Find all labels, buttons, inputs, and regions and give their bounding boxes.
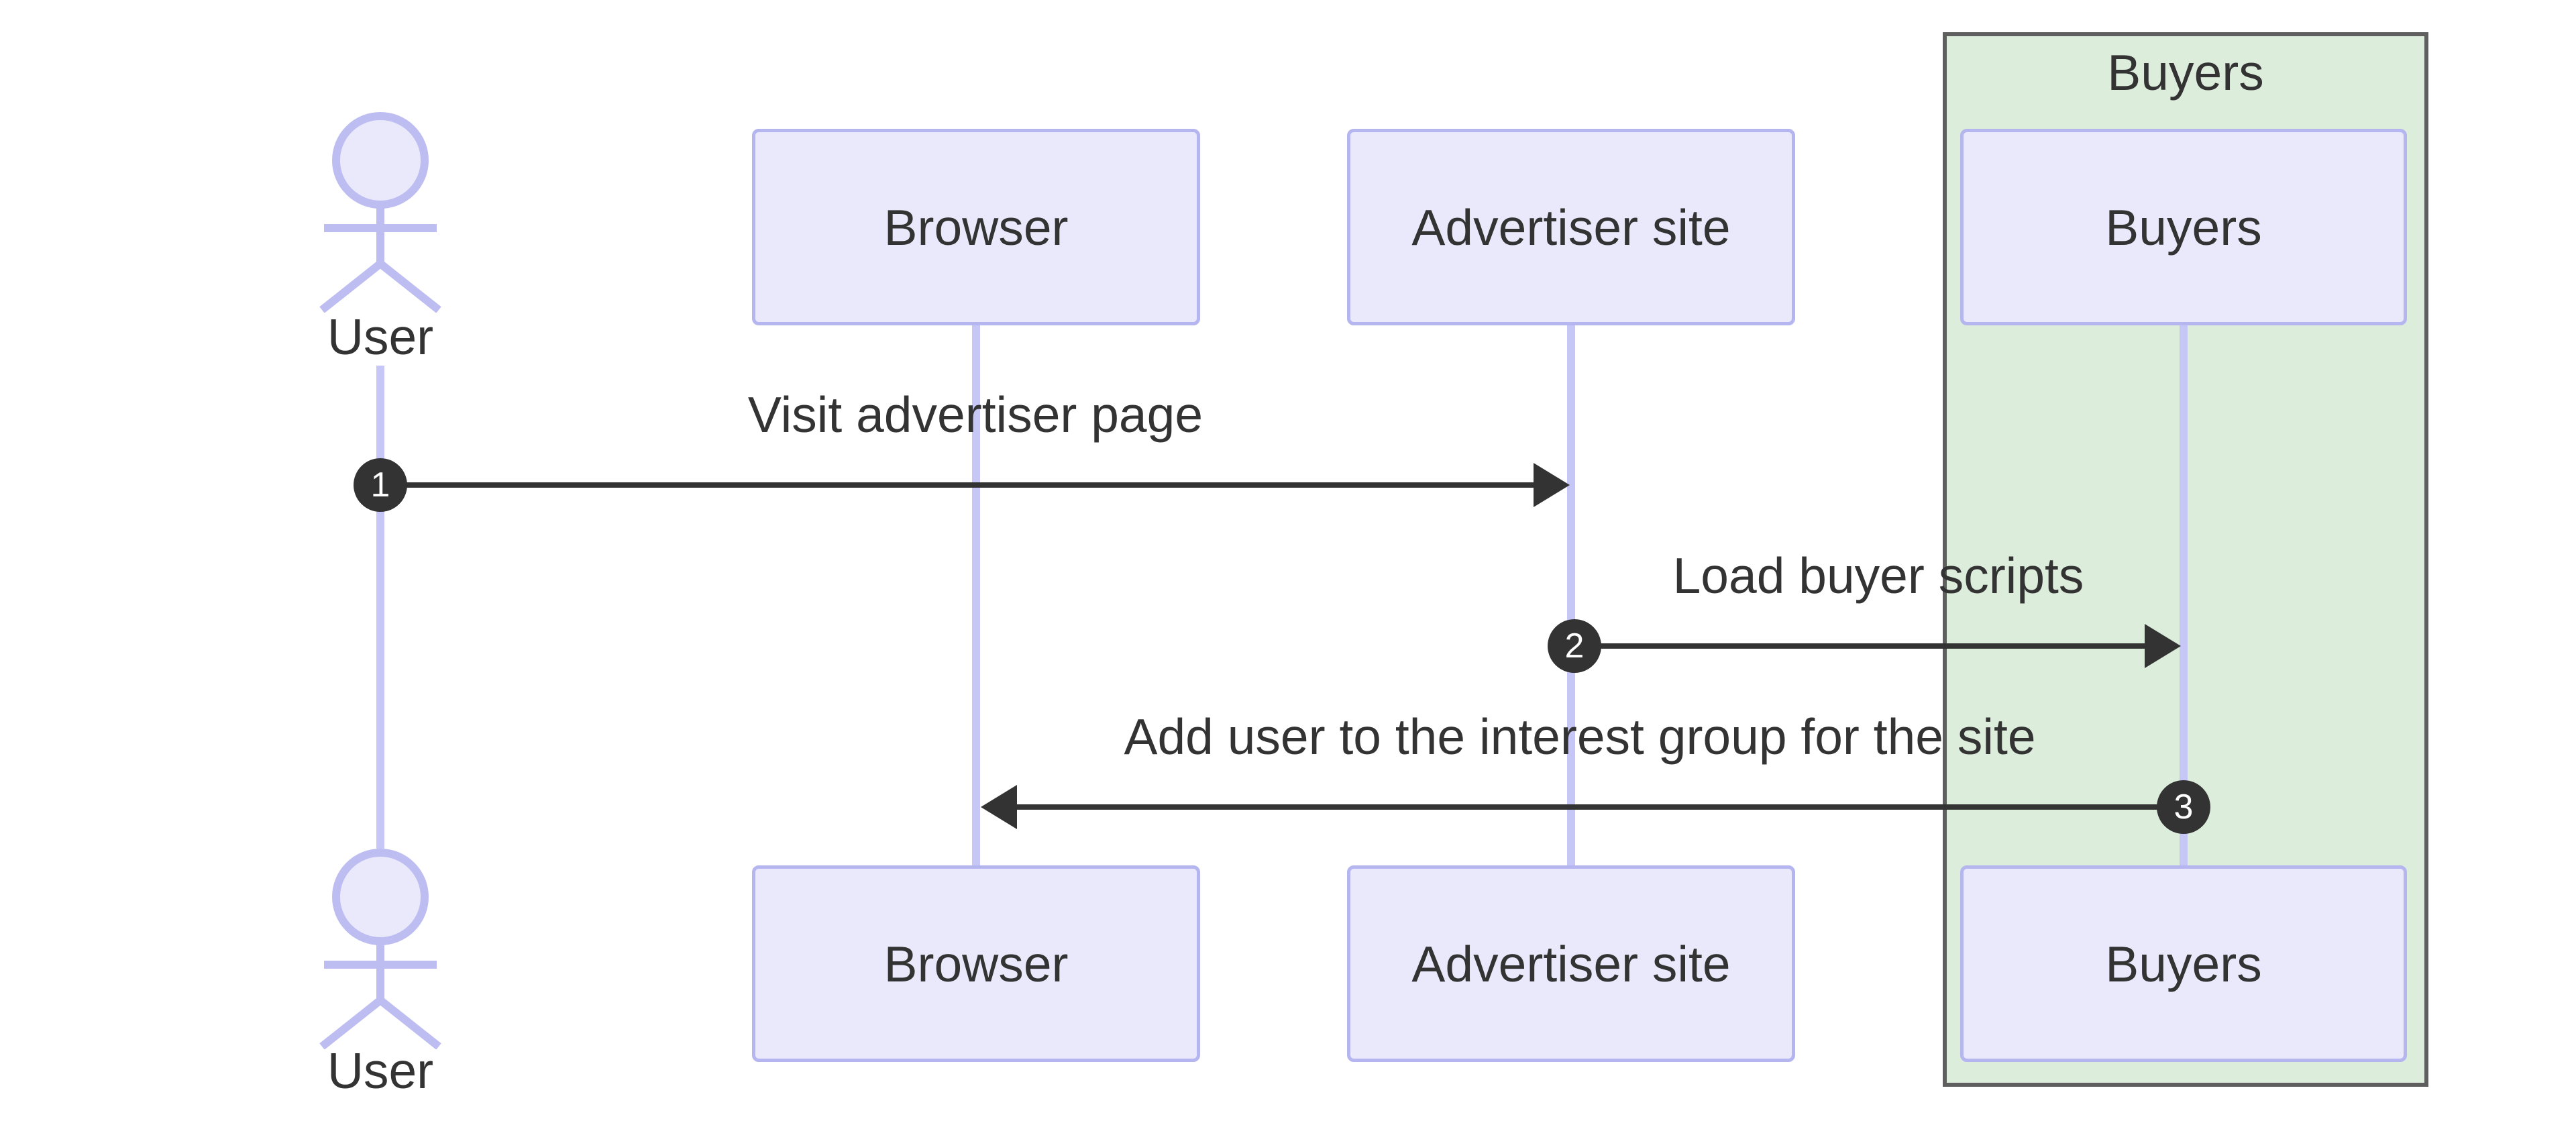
participant-label: Browser: [883, 935, 1069, 992]
participant-label: Browser: [883, 199, 1069, 256]
lifeline-user: [376, 366, 384, 849]
message-3-label: Add user to the interest group for the s…: [1124, 708, 2036, 765]
message-3-number: 3: [2174, 788, 2194, 826]
message-1-line: [380, 482, 1534, 488]
actor-head: [332, 849, 429, 945]
actor-figure-user-top: [319, 112, 441, 313]
participant-label: Advertiser site: [1411, 935, 1731, 992]
actor-leg-right: [378, 997, 441, 1049]
participant-box-buyers-top: Buyers: [1960, 129, 2407, 325]
actor-head: [332, 112, 429, 209]
message-2-label: Load buyer scripts: [1672, 547, 2084, 604]
message-2-line: [1574, 643, 2145, 649]
message-1-number: 1: [370, 466, 390, 504]
participant-box-advertiser-top: Advertiser site: [1347, 129, 1795, 325]
message-2-arrowhead-icon: [2145, 624, 2181, 668]
participant-box-advertiser-bottom: Advertiser site: [1347, 865, 1795, 1062]
message-1-badge: 1: [354, 458, 407, 512]
actor-leg-right: [378, 260, 441, 313]
message-3-badge: 3: [2157, 780, 2210, 834]
actor-label-user-bottom: User: [327, 1042, 434, 1099]
actor-label-user-top: User: [327, 309, 434, 365]
actor-leg-left: [319, 260, 383, 313]
message-2-badge: 2: [1548, 619, 1601, 673]
message-2-number: 2: [1564, 627, 1585, 665]
actor-leg-left: [319, 997, 383, 1049]
actor-figure-user-bottom: [319, 849, 441, 1049]
lifeline-advertiser: [1567, 325, 1575, 867]
participant-box-browser-top: Browser: [752, 129, 1200, 325]
participant-label: Advertiser site: [1411, 199, 1731, 256]
message-3-line: [1013, 804, 2184, 810]
participant-box-browser-bottom: Browser: [752, 865, 1200, 1062]
message-1-label: Visit advertiser page: [747, 386, 1203, 443]
message-1-arrowhead-icon: [1534, 463, 1570, 507]
message-3-arrowhead-icon: [981, 785, 1017, 829]
participant-box-buyers-bottom: Buyers: [1960, 865, 2407, 1062]
group-label: Buyers: [2107, 44, 2264, 101]
lifeline-buyers: [2180, 325, 2188, 867]
lifeline-browser: [972, 325, 980, 867]
participant-label: Buyers: [2105, 935, 2262, 992]
participant-label: Buyers: [2105, 199, 2262, 256]
